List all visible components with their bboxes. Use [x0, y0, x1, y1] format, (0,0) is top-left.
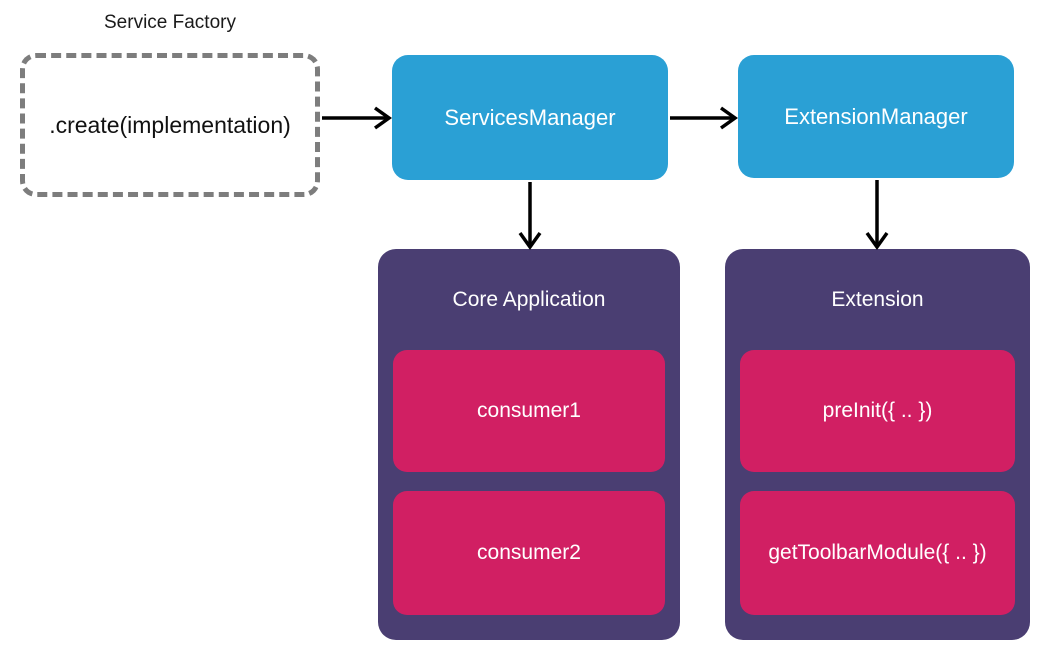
service-factory-label: Service Factory — [104, 12, 236, 33]
core-application-title: Core Application — [452, 287, 606, 311]
arrow-extensionmanager-to-extension — [865, 180, 889, 251]
gettoolbarmodule-module-box: getToolbarModule({ .. }) — [740, 491, 1015, 615]
arrow-factory-to-servicesmanager — [322, 106, 393, 130]
arrow-servicesmanager-to-coreapplication — [518, 182, 542, 251]
extension-manager-label: ExtensionManager — [784, 103, 968, 129]
arrow-servicesmanager-to-extensionmanager — [670, 106, 739, 130]
preinit-module-box: preInit({ .. }) — [740, 350, 1015, 472]
consumer1-module-box: consumer1 — [393, 350, 665, 472]
service-factory-box: .create(implementation) — [20, 53, 320, 197]
extension-manager-node: ExtensionManager — [738, 55, 1014, 178]
create-method-label: .create(implementation) — [49, 111, 291, 138]
extension-title: Extension — [831, 287, 924, 311]
consumer2-module-box: consumer2 — [393, 491, 665, 615]
core-application-container: Core Application consumer1 consumer2 — [378, 249, 680, 640]
extension-container: Extension preInit({ .. }) getToolbarModu… — [725, 249, 1030, 640]
services-manager-label: ServicesManager — [444, 104, 616, 130]
services-manager-node: ServicesManager — [392, 55, 668, 180]
